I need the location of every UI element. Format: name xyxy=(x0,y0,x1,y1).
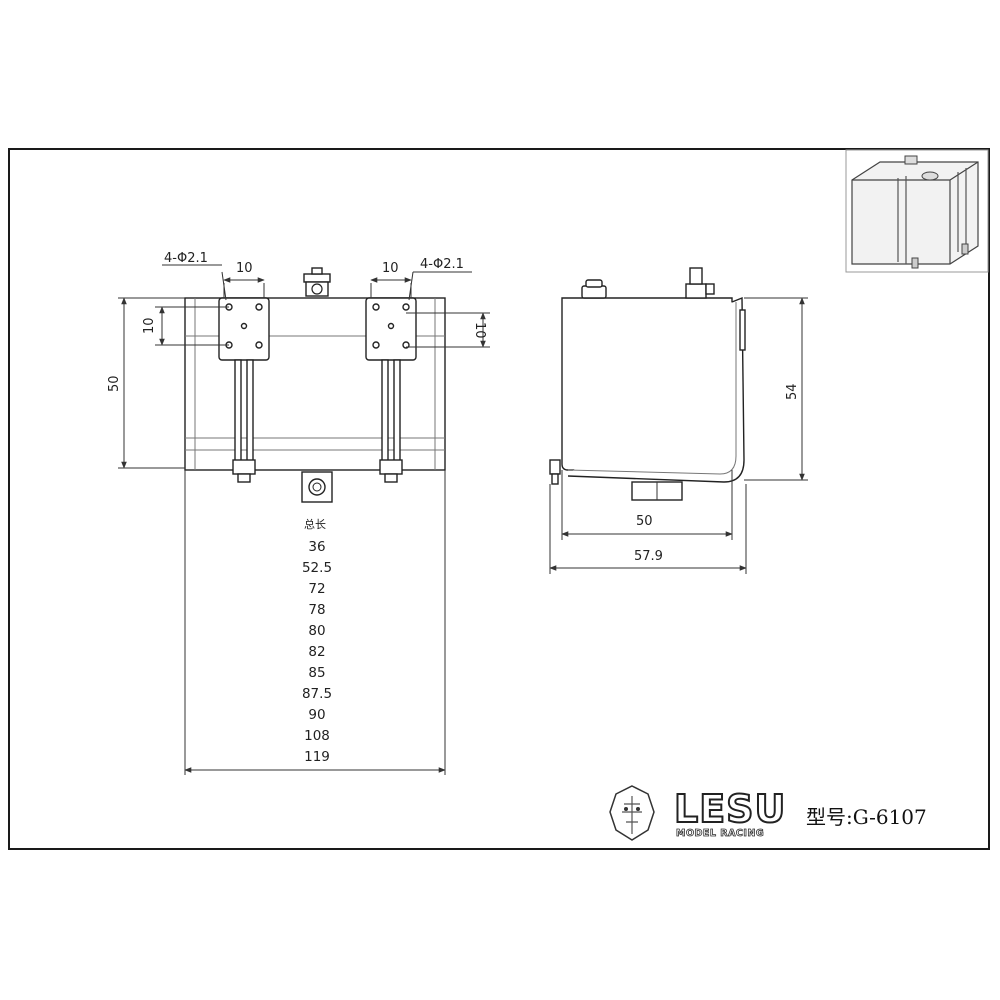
length-table: 总长 36 52.5 72 78 80 82 85 87.5 90 108 11… xyxy=(302,517,332,765)
length-value: 82 xyxy=(308,644,325,660)
brand-name: LESU xyxy=(674,787,786,831)
dim-depth-overall: 57.9 xyxy=(549,484,747,574)
brand-logo: LESU MODEL RACING 型号:G-6107 xyxy=(609,785,927,841)
top-fitting xyxy=(303,267,331,297)
length-value: 36 xyxy=(308,539,325,555)
length-table-header: 总长 xyxy=(304,517,326,531)
side-view: 54 50 57.9 xyxy=(549,267,808,574)
left-mount-bracket xyxy=(218,297,270,483)
length-value: 52.5 xyxy=(302,560,332,576)
dim-height-front: 50 xyxy=(107,297,185,469)
dim-left-plate-width: 10 4-Φ2.1 xyxy=(162,251,265,301)
dim-right-plate-height: 10 xyxy=(406,312,490,348)
front-view: 10 4-Φ2.1 10 4-Φ2.1 10 10 xyxy=(107,251,490,775)
length-value: 90 xyxy=(308,707,325,723)
dim-label-right-plate-height: 10 xyxy=(472,322,487,339)
dim-label-depth-overall: 57.9 xyxy=(634,549,663,564)
dim-label-depth-inner: 50 xyxy=(636,514,653,529)
drawing-frame xyxy=(8,148,990,850)
right-mount-bracket xyxy=(365,297,417,483)
length-value: 72 xyxy=(308,581,325,597)
dim-label-height-side: 54 xyxy=(785,383,800,400)
dim-left-plate-height: 10 xyxy=(142,306,229,346)
length-value: 78 xyxy=(308,602,325,618)
dim-label-left-plate-height: 10 xyxy=(142,317,157,334)
dim-depth-inner: 50 xyxy=(561,470,733,540)
length-value: 87.5 xyxy=(302,686,332,702)
model-number: 型号:G-6107 xyxy=(806,805,927,829)
side-bracket-strap xyxy=(549,296,746,485)
brand-subtitle: MODEL RACING xyxy=(676,828,764,839)
dim-height-side: 54 xyxy=(744,297,808,481)
dim-right-plate-width: 10 4-Φ2.1 xyxy=(370,257,472,301)
lion-emblem-icon xyxy=(609,785,655,841)
dim-label-height-front: 50 xyxy=(107,375,122,392)
thumbnail-3d-view xyxy=(845,149,989,273)
dim-label-left-plate-width: 10 xyxy=(236,261,253,276)
hole-spec-right: 4-Φ2.1 xyxy=(420,257,464,272)
dim-length xyxy=(184,470,446,775)
filler-cap xyxy=(581,279,607,299)
length-value: 80 xyxy=(308,623,325,639)
dim-label-right-plate-width: 10 xyxy=(382,261,399,276)
hole-spec-left: 4-Φ2.1 xyxy=(164,251,208,266)
bottom-fitting xyxy=(301,471,333,503)
length-value: 85 xyxy=(308,665,325,681)
length-value: 108 xyxy=(304,728,330,744)
breather-fitting xyxy=(685,267,715,299)
length-value: 119 xyxy=(304,749,330,765)
